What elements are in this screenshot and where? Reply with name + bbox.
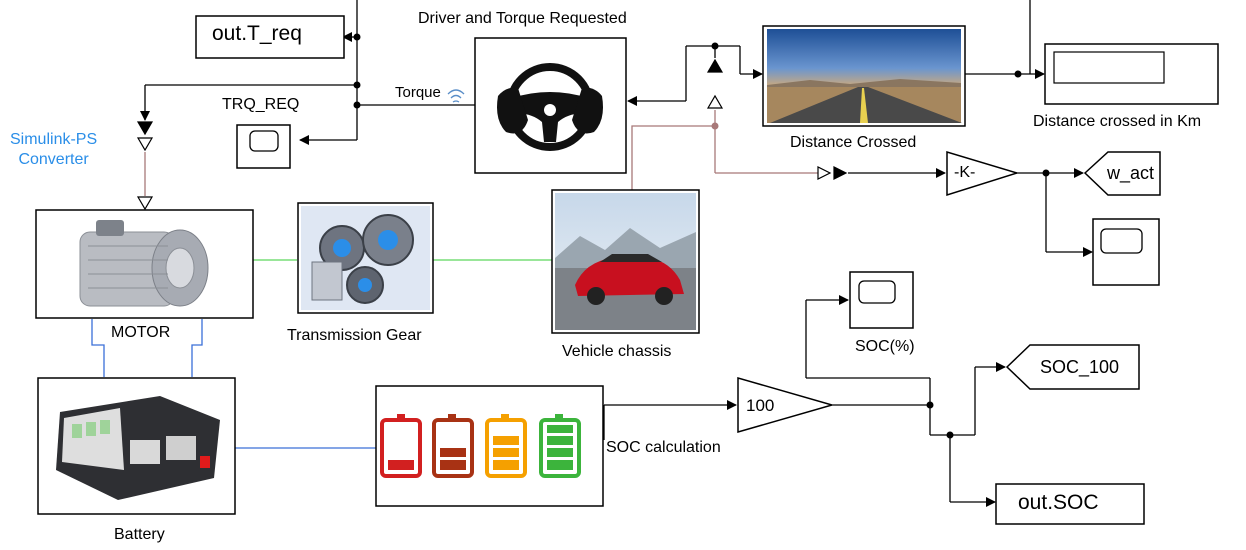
gain-k-block[interactable] [946,150,1020,197]
soc-100-label: SOC_100 [1040,357,1120,377]
junction-dot [1014,70,1022,78]
gain-100-block[interactable] [737,377,835,433]
port-arrows [136,58,848,211]
junction-dot [353,33,361,41]
converter2-input-port [706,58,724,73]
junction-dot [946,431,954,439]
electrical-lines [91,319,376,449]
transmission-gear-block[interactable] [297,202,434,314]
converter3-input-port [817,166,832,180]
junction-dot [353,101,361,109]
distance-crossed-block[interactable] [762,25,966,127]
distance-km-label: Distance crossed in Km [1033,113,1202,130]
electrical-line [91,319,105,377]
driver-block-label: Driver and Torque Requested [418,10,627,27]
battery-block[interactable] [37,377,236,515]
out-soc-label: out.SOC [1018,491,1099,514]
junction-dot [926,401,934,409]
junction-dot [353,81,361,89]
chassis-label: Vehicle chassis [562,343,672,360]
converter2-output-port [706,94,724,109]
junction-dots [353,33,1050,439]
soc-percent-label: SOC(%) [855,338,915,355]
ps-line [631,125,715,190]
ps-lines [144,110,818,196]
battery-level-orange-icon [485,414,527,478]
motor-label: MOTOR [111,324,171,341]
soc-percent-scope-screen [858,280,896,304]
torque-port-label: Torque [395,84,441,101]
torque-port-icon [447,89,465,103]
signal-lines [140,0,1093,507]
battery-level-darkred-icon [432,414,474,478]
distance-display-field [1053,51,1165,84]
gain-100-label: 100 [746,396,775,415]
gain-k-label: -K- [954,164,976,181]
converter-input-port [136,121,154,136]
w-act-goto-block[interactable] [1083,151,1161,196]
battery-level-red-icon [380,414,422,478]
trq-req-label: TRQ_REQ [222,96,300,113]
soc-calculation-block[interactable] [375,385,604,507]
soc-calc-label: SOC calculation [606,439,721,456]
w-act-scope-screen [1100,228,1143,254]
out-treq-label: out.T_req [212,22,302,45]
junction-dot [711,42,719,50]
w-act-label: w_act [1107,163,1155,183]
electrical-line [191,319,203,377]
motor-input-port [136,196,154,211]
distance-crossed-label: Distance Crossed [790,134,917,151]
battery-level-green-icon [539,414,581,478]
trq-req-scope-screen [249,130,279,152]
out-treq-block[interactable] [195,15,345,59]
out-soc-block[interactable] [995,483,1145,525]
converter3-output-port [833,166,848,180]
vehicle-chassis-block[interactable] [551,189,700,334]
battery-label: Battery [114,526,165,543]
converter-label: Simulink-PS Converter [10,131,98,168]
junction-dot [1042,169,1050,177]
motor-block[interactable] [35,209,254,319]
steering-wheel-icon [497,63,603,151]
transmission-label: Transmission Gear [287,327,422,344]
converter-output-port [136,137,154,152]
soc-100-goto-block[interactable] [1005,344,1140,390]
ps-junction-dot [711,122,719,130]
